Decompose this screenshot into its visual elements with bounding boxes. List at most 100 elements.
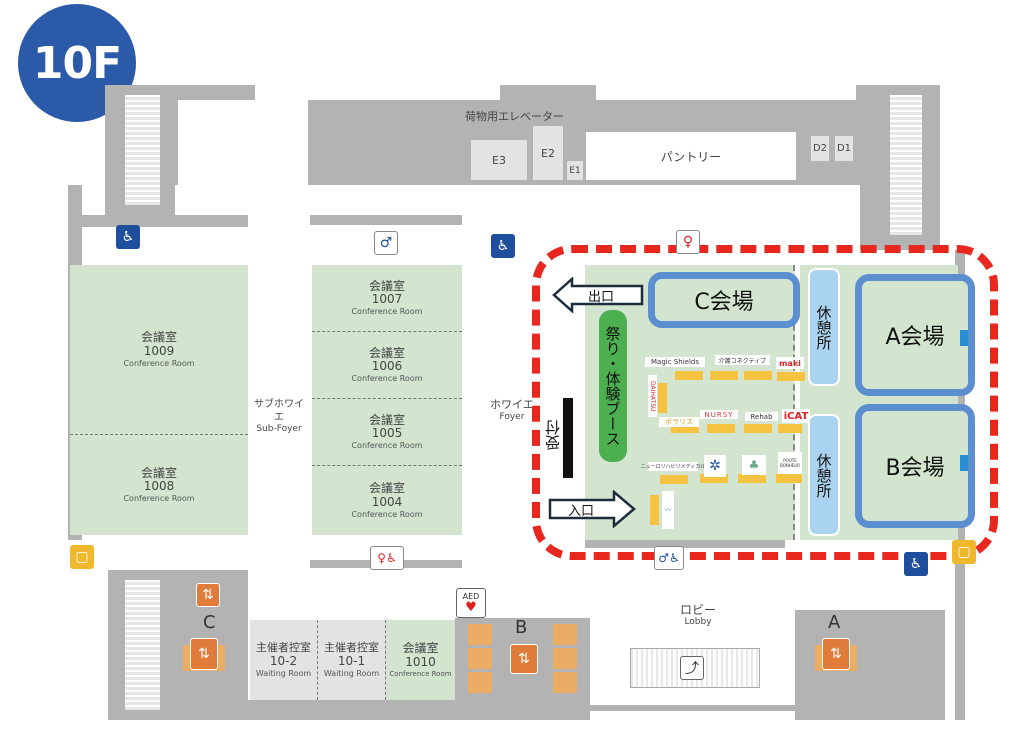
booth[interactable] bbox=[650, 495, 659, 525]
room-1010[interactable]: 会議室 1010 Conference Room bbox=[386, 620, 455, 700]
entrance-label: 入口 bbox=[568, 504, 595, 519]
elevator-e3: E3 bbox=[471, 140, 527, 180]
elevator-e1: E1 bbox=[567, 161, 583, 180]
room-number: 1009 bbox=[143, 343, 175, 358]
venue-a[interactable]: A会場 bbox=[855, 274, 975, 396]
room-label: 会議室 bbox=[140, 465, 177, 480]
booth[interactable] bbox=[671, 424, 699, 433]
nursing-room-icon: ▢ bbox=[70, 545, 94, 569]
foyer-en: Foyer bbox=[499, 412, 525, 423]
room-english: Conference Room bbox=[389, 669, 452, 678]
door-marker bbox=[960, 455, 968, 471]
aed-icon: AED♥ bbox=[456, 588, 486, 618]
booth[interactable] bbox=[776, 474, 802, 483]
room-english: Conference Room bbox=[123, 358, 195, 368]
exit-arrow bbox=[552, 277, 644, 313]
room-number: 1008 bbox=[143, 479, 175, 494]
upper-white-block bbox=[255, 85, 500, 100]
sub-foyer-jp: サブホワイエ bbox=[254, 399, 304, 423]
elevator-b-label: B bbox=[515, 617, 528, 638]
room-1008[interactable]: 会議室 1008 Conference Room bbox=[70, 435, 248, 535]
logo-tree: ♣ bbox=[742, 455, 766, 475]
waiting-room-10-1[interactable]: 主催者控室 10-1 Waiting Room bbox=[318, 620, 386, 700]
waiting-room-10-2[interactable]: 主催者控室 10-2 Waiting Room bbox=[250, 620, 318, 700]
room-1004[interactable]: 会議室 1004 Conference Room bbox=[312, 466, 462, 535]
booth[interactable] bbox=[675, 371, 703, 380]
booth[interactable] bbox=[700, 474, 728, 483]
booth[interactable] bbox=[744, 424, 772, 433]
womens-accessible-restroom-icon: ♀♿ bbox=[370, 546, 404, 570]
wall bbox=[585, 540, 785, 548]
room-number: 10-2 bbox=[269, 653, 298, 668]
venue-c[interactable]: C会場 bbox=[648, 272, 800, 328]
corridor bbox=[178, 100, 308, 185]
room-label: 会議室 bbox=[402, 641, 439, 656]
logo-rehab: Rehab bbox=[745, 412, 778, 421]
reception-desk bbox=[563, 398, 573, 478]
booth[interactable] bbox=[707, 424, 735, 433]
room-1007[interactable]: 会議室 1007 Conference Room bbox=[312, 265, 462, 332]
logo-icat: iCAT bbox=[782, 409, 810, 423]
pantry: パントリー bbox=[586, 132, 796, 180]
elevator-icon[interactable]: ⇅ bbox=[190, 638, 218, 670]
room-english: Conference Room bbox=[351, 509, 423, 519]
room-number: 1004 bbox=[371, 494, 403, 509]
elevator-icon[interactable]: ⇅ bbox=[822, 638, 850, 670]
venue-b[interactable]: B会場 bbox=[855, 404, 975, 528]
mens-accessible-restroom-icon: ♂♿ bbox=[654, 546, 684, 570]
elevator-c-label: C bbox=[203, 612, 216, 633]
nursing-room-icon: ▢ bbox=[952, 540, 976, 564]
rest-area-1[interactable]: 休憩所 bbox=[808, 268, 840, 386]
booth[interactable] bbox=[738, 474, 766, 483]
elevator-e2: E2 bbox=[533, 126, 563, 180]
room-number: 10-1 bbox=[337, 653, 366, 668]
booth[interactable] bbox=[778, 424, 802, 433]
stairs bbox=[125, 95, 160, 205]
foyer-label: ホワイエ Foyer bbox=[490, 398, 534, 424]
room-1005[interactable]: 会議室 1005 Conference Room bbox=[312, 399, 462, 466]
room-1009[interactable]: 会議室 1009 Conference Room bbox=[70, 265, 248, 435]
sub-foyer-en: Sub-Foyer bbox=[256, 424, 302, 434]
wall bbox=[590, 705, 795, 711]
booth[interactable] bbox=[744, 371, 772, 380]
foyer-jp: ホワイエ bbox=[490, 398, 534, 411]
rest-area-2[interactable]: 休憩所 bbox=[808, 414, 840, 536]
elevator-bank-right bbox=[553, 624, 577, 694]
elevator-icon[interactable]: ⇅ bbox=[510, 644, 538, 674]
booth[interactable] bbox=[660, 475, 688, 484]
room-label: 会議室 bbox=[368, 345, 405, 360]
room-english: Conference Room bbox=[351, 374, 423, 384]
room-english: Conference Room bbox=[351, 441, 423, 451]
door-marker bbox=[960, 330, 968, 346]
booth[interactable] bbox=[658, 383, 667, 413]
elevator-d2: D2 bbox=[811, 136, 829, 161]
elevator-icon[interactable]: ⇅ bbox=[196, 583, 220, 607]
sub-foyer-label: サブホワイエ Sub-Foyer bbox=[250, 398, 308, 436]
booth[interactable] bbox=[777, 372, 805, 381]
room-label: 会議室 bbox=[140, 330, 177, 345]
booth[interactable] bbox=[710, 371, 738, 380]
room-1006[interactable]: 会議室 1006 Conference Room bbox=[312, 332, 462, 399]
upper-white-block bbox=[596, 85, 856, 100]
room-label: 会議室 bbox=[368, 481, 405, 496]
logo-polaris: ポラリス bbox=[659, 417, 699, 427]
entrance-arrow bbox=[548, 490, 636, 528]
logo-neuro-rehab: ニューロリハビリメディカル bbox=[640, 462, 706, 471]
lobby-en: Lobby bbox=[684, 617, 712, 628]
elevator-d1: D1 bbox=[835, 136, 853, 161]
mens-restroom-icon: ♂ bbox=[374, 231, 398, 255]
logo-wave: 〰 bbox=[662, 491, 674, 529]
logo-nursy: NURSY bbox=[700, 410, 738, 419]
lobby-label: ロビー Lobby bbox=[680, 603, 716, 628]
festival-booth[interactable]: 祭り・体験ブース bbox=[599, 310, 627, 462]
room-english: Waiting Room bbox=[323, 668, 380, 678]
room-number: 1010 bbox=[405, 654, 436, 669]
logo-daihatsu: DAIHATSU bbox=[648, 375, 657, 417]
room-label: 会議室 bbox=[368, 278, 405, 293]
room-english: Conference Room bbox=[123, 494, 195, 504]
floor-badge: 10F bbox=[18, 4, 136, 122]
multipurpose-toilet-icon: ♿ bbox=[491, 234, 515, 258]
room-number: 1006 bbox=[371, 359, 403, 374]
event-area-boundary bbox=[532, 245, 998, 560]
freight-elevator-label: 荷物用エレベーター bbox=[465, 110, 564, 123]
